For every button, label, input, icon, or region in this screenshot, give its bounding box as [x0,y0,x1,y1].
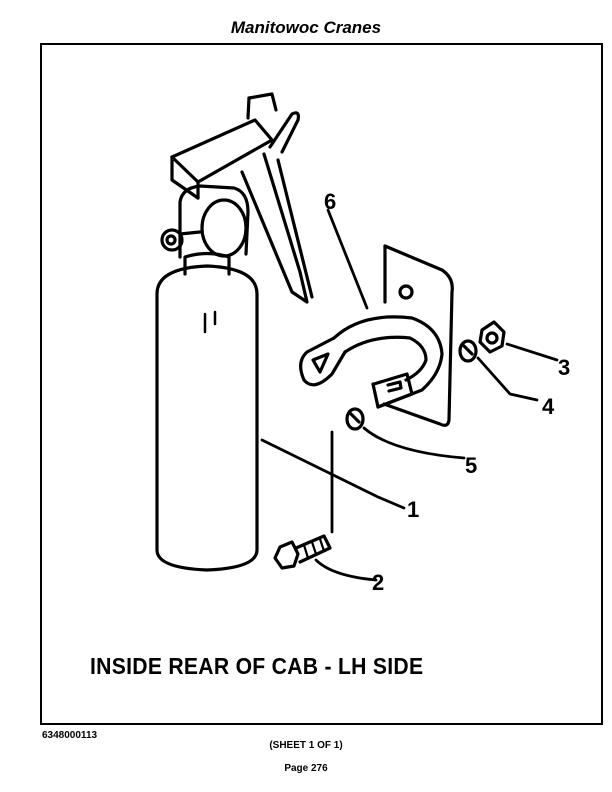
document-number: 6348000113 [42,730,98,741]
callout-4: 4 [542,394,555,419]
nut [478,320,506,354]
callout-5: 5 [465,453,477,478]
sheet-indicator: (SHEET 1 OF 1) [269,740,343,751]
callout-labels: 6 3 4 5 1 2 [324,189,570,595]
fire-extinguisher [155,92,314,572]
callout-3: 3 [558,355,570,380]
bolt [273,534,332,570]
callout-2: 2 [372,570,384,595]
diagram-caption: INSIDE REAR OF CAB - LH SIDE [90,653,424,679]
parts-diagram: 6 3 4 5 1 2 [155,92,570,595]
diagram-frame: 6 3 4 5 1 2 INSIDE REAR OF CAB - LH SIDE [40,43,603,725]
page-number: Page 276 [284,763,328,774]
page-header-title: Manitowoc Cranes [230,18,382,37]
mounting-bracket [299,244,454,427]
callout-1: 1 [407,497,419,522]
leader-lines [260,208,559,582]
flat-washer [345,407,365,431]
callout-6: 6 [324,189,336,214]
lock-washer [458,339,478,363]
